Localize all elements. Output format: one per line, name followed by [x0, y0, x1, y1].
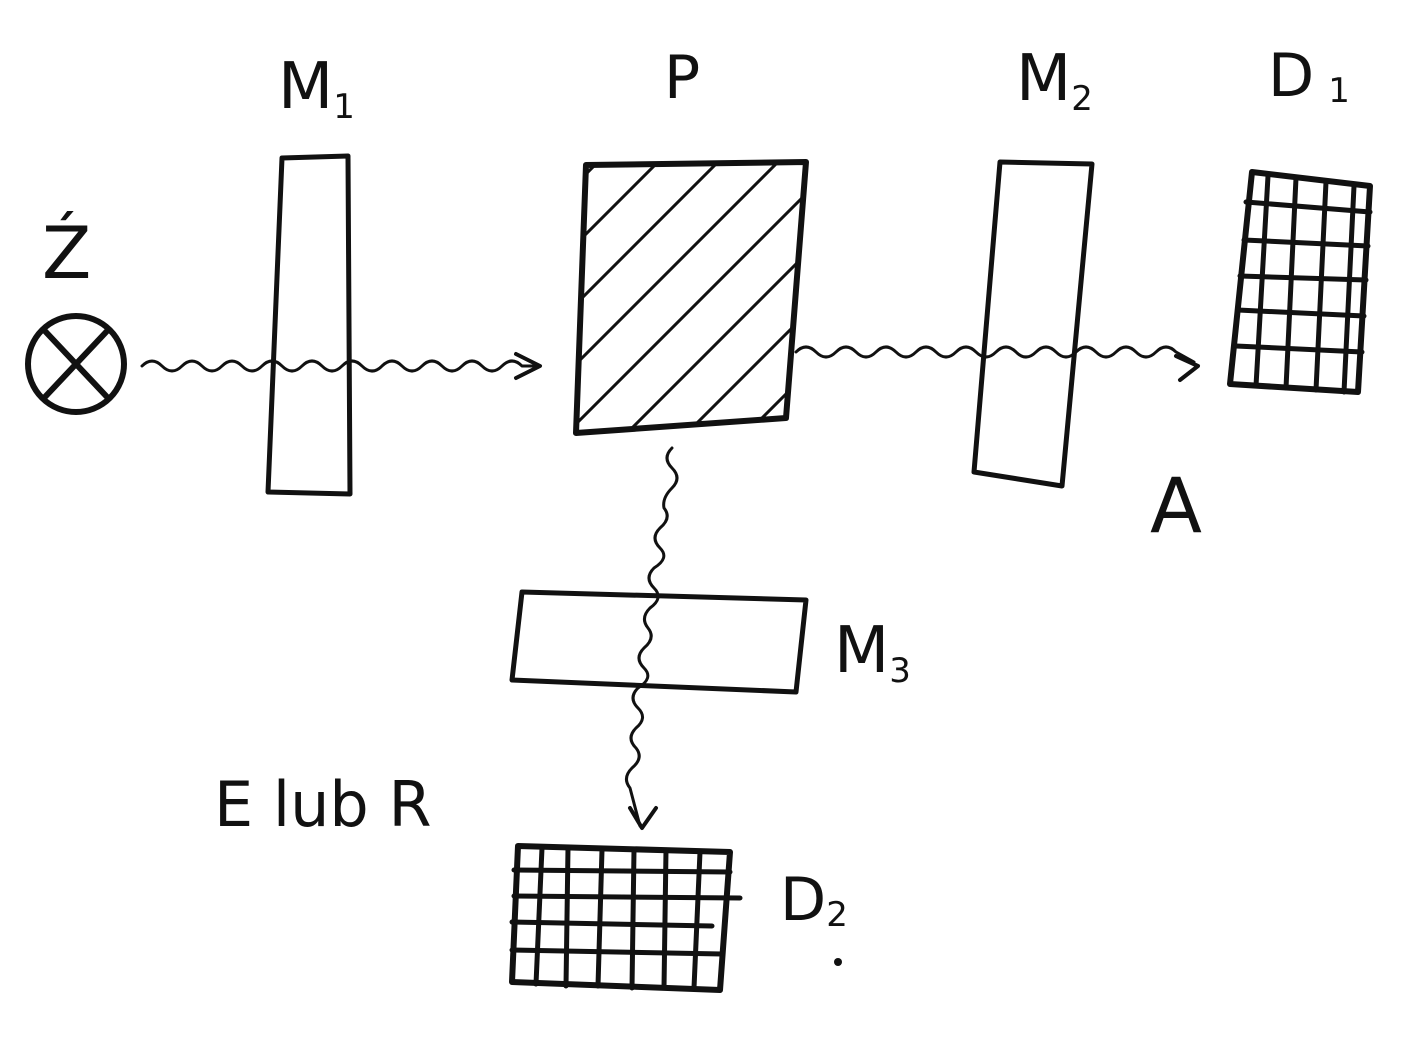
detector-d1-frame	[1227, 169, 1373, 395]
point-a-label: A	[1150, 461, 1202, 550]
mirror-m2	[971, 159, 1095, 489]
detector-d2	[509, 843, 743, 993]
detector-d2-grid	[509, 845, 743, 991]
detector-d1-grid	[1233, 173, 1373, 395]
wave-prism-to-d1	[794, 345, 1200, 382]
prism	[573, 159, 809, 436]
prism-hatching	[576, 162, 806, 433]
wave-prism-to-d2	[625, 446, 679, 830]
mirror-m3-label: M3	[834, 614, 911, 691]
source-cross-2	[41, 327, 111, 401]
light-source	[25, 313, 127, 415]
mirror-m1	[265, 153, 353, 497]
mirror-m1-label: M1	[278, 50, 355, 127]
caption-e-lub-r: E lub R	[214, 768, 432, 841]
source-circle	[25, 313, 127, 415]
detector-d2-label: D2	[780, 865, 848, 935]
ink-dot	[834, 958, 842, 966]
mirror-m3	[509, 589, 809, 695]
source-label: Ź	[42, 211, 91, 295]
detector-d2-frame	[509, 843, 733, 993]
mirror-m2-label: M2	[1016, 42, 1093, 119]
prism-label: P	[664, 43, 700, 113]
detector-d1	[1227, 169, 1373, 395]
prism-outline	[573, 159, 809, 436]
wave-source-to-prism	[140, 352, 542, 380]
